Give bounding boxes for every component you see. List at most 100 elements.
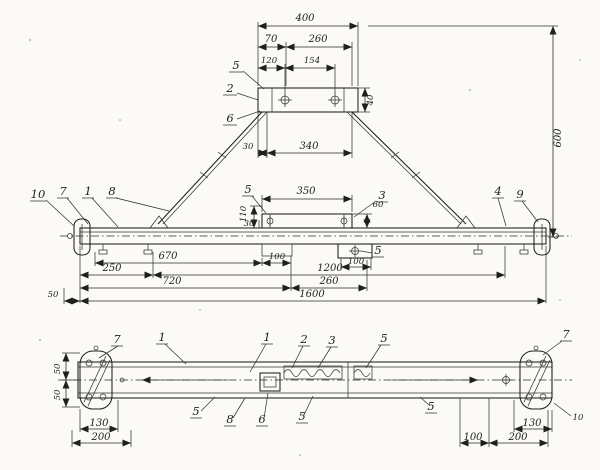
callout-2-plan: 2 xyxy=(291,332,310,369)
callout-7-plan-left: 7 xyxy=(98,332,123,359)
dim-600-label: 600 xyxy=(553,128,564,148)
callout-6-label: 6 xyxy=(258,412,265,426)
centre-plate xyxy=(261,213,353,229)
end-pin-right xyxy=(553,233,559,239)
callout-6-plan: 6 xyxy=(256,392,269,427)
dim-front-100-bolts: 100 xyxy=(348,257,365,267)
callout-5: 5 xyxy=(229,58,265,90)
dim-height-600: 600 xyxy=(368,25,564,238)
callout-7-label: 7 xyxy=(562,327,570,341)
callout-2-label: 2 xyxy=(225,81,233,95)
spring-strip-small xyxy=(353,365,373,380)
dim-front-1600: 1600 xyxy=(299,289,325,300)
callout-4-label: 4 xyxy=(493,184,501,198)
sling-lines xyxy=(149,111,476,229)
end-pin-left xyxy=(67,233,73,239)
beam-bolts xyxy=(98,244,529,255)
dim-front-50: 50 xyxy=(48,290,59,300)
callout-5-plan-b1: 5 xyxy=(190,396,216,419)
dim-plan-200-right: 200 xyxy=(507,432,528,443)
callout-2-label: 2 xyxy=(299,332,307,346)
bolt-symbol xyxy=(278,93,292,107)
dim-plan-10: 10 xyxy=(573,413,584,423)
dim-top-154: 154 xyxy=(304,56,320,66)
dim-front-1200: 1200 xyxy=(317,263,343,274)
callout-7-label: 7 xyxy=(59,184,67,198)
callout-9-front: 9 xyxy=(514,187,539,223)
dim-front-720: 720 xyxy=(162,276,182,287)
callout-7-plan-right: 7 xyxy=(542,327,572,356)
lower-plate-a xyxy=(261,243,293,257)
dim-top-260: 260 xyxy=(307,34,328,45)
callout-5-front-top: 5 xyxy=(242,182,267,214)
callout-9-label: 9 xyxy=(516,187,523,201)
callout-1-front: 1 xyxy=(82,184,119,228)
end-plate-plan-left xyxy=(79,345,113,410)
front-view: 350 60 110 30 10 7 1 8 xyxy=(30,182,572,305)
dim-line-group-top xyxy=(258,22,358,72)
callout-8-front: 8 xyxy=(106,184,170,212)
end-plate-left xyxy=(73,218,91,256)
dim-plan-50-upper: 50 xyxy=(53,363,63,374)
callout-1-plan-a: 1 xyxy=(156,330,187,365)
end-plate-right xyxy=(533,218,551,256)
callout-5-label: 5 xyxy=(244,182,251,196)
dim-front-100: 100 xyxy=(269,252,286,262)
callout-5-label: 5 xyxy=(427,399,434,413)
callout-7-label: 7 xyxy=(113,332,121,346)
callout-1-label: 1 xyxy=(158,330,165,344)
callout-5-label: 5 xyxy=(232,58,239,72)
bolt-symbol-plan xyxy=(500,374,512,386)
callout-2: 2 xyxy=(223,81,259,101)
top-plate xyxy=(257,87,359,113)
callout-10-label: 10 xyxy=(31,187,46,201)
dim-front-350: 350 xyxy=(296,186,316,197)
dim-plan-130-right: 130 xyxy=(522,418,542,429)
lower-plate-b xyxy=(337,243,373,259)
callout-1-plan-b: 1 xyxy=(249,330,273,373)
callout-1-label: 1 xyxy=(263,330,270,344)
end-plate-plan-right xyxy=(519,345,553,410)
callout-3-label: 3 xyxy=(378,188,385,202)
dim-rows-front xyxy=(64,259,546,305)
callout-5-plan-b3: 5 xyxy=(419,396,437,414)
plan-view: 7 1 1 2 3 5 7 xyxy=(53,327,584,447)
callout-5-label: 5 xyxy=(298,409,305,423)
callout-3-plan: 3 xyxy=(317,333,338,369)
callout-5-plan-b2: 5 xyxy=(296,395,314,424)
callout-6: 6 xyxy=(223,110,261,126)
dim-plan-200-left: 200 xyxy=(90,432,111,443)
bolt-symbol xyxy=(328,93,342,107)
dim-top-340: 340 xyxy=(299,141,319,152)
callout-6-label: 6 xyxy=(226,111,233,125)
dim-plan-130-left: 130 xyxy=(89,418,109,429)
callout-10: 10 xyxy=(30,187,75,227)
dim-front-110: 110 xyxy=(239,205,249,222)
scan-noise xyxy=(29,39,581,456)
spring-strip xyxy=(283,365,343,380)
callout-8-label: 8 xyxy=(226,412,233,426)
dim-front-250: 250 xyxy=(101,263,122,274)
callout-5-label: 5 xyxy=(192,404,199,418)
top-view: 400 70 260 120 154 40 30 340 5 2 6 xyxy=(223,13,376,158)
callout-5-label: 5 xyxy=(380,331,387,345)
callout-5-plan-top: 5 xyxy=(365,331,390,369)
callout-8-label: 8 xyxy=(108,184,115,198)
callout-5-front-bottom: 5 xyxy=(360,243,384,258)
dim-front-60: 60 xyxy=(373,200,384,210)
dim-front-30: 30 xyxy=(244,219,255,229)
dim-plan-50-lower: 50 xyxy=(53,389,63,400)
callout-8-plan: 8 xyxy=(224,397,246,427)
callout-4-front: 4 xyxy=(492,184,507,227)
dim-top-120: 120 xyxy=(261,56,278,66)
dim-top-40: 40 xyxy=(366,94,376,106)
dim-top-overall-400: 400 xyxy=(294,13,315,24)
dim-front-670: 670 xyxy=(158,251,178,262)
callout-7-front: 7 xyxy=(57,184,89,225)
dim-top-70: 70 xyxy=(265,34,278,45)
centre-box xyxy=(259,372,281,392)
callout-3-front: 3 xyxy=(353,188,388,218)
dim-top-30: 30 xyxy=(243,142,254,152)
